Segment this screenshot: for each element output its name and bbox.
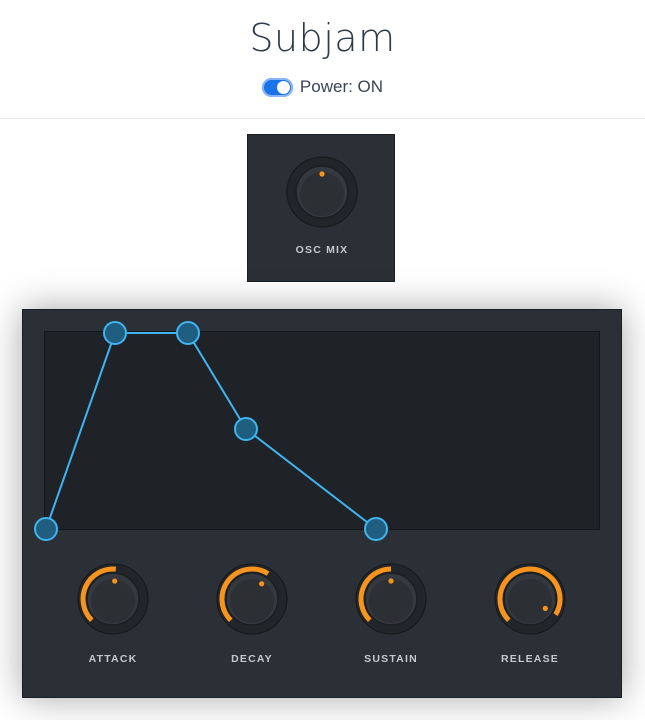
power-label: Power: ON: [299, 77, 384, 96]
power-row: Power: ON: [0, 77, 645, 97]
release-knob-cap: [508, 579, 552, 623]
release-knob-value-arc: [497, 566, 563, 622]
envelope-point-release: [364, 517, 388, 541]
app-title: Subjam: [249, 16, 396, 60]
osc-mix-knob[interactable]: [285, 155, 359, 229]
attack-knob[interactable]: [76, 562, 150, 636]
osc-mix-knob-indicator: [319, 171, 325, 177]
envelope-point-decay: [234, 417, 258, 441]
sustain-knob-indicator: [388, 578, 394, 584]
envelope-graph[interactable]: [23, 310, 623, 541]
decay-knob-cap: [230, 579, 274, 623]
envelope-display: [44, 331, 600, 530]
decay-knob-value-arc: [219, 566, 270, 622]
attack-knob-cap: [91, 579, 135, 623]
envelope-point-start: [34, 517, 58, 541]
osc-mix-label: OSC MIX: [295, 244, 349, 256]
power-toggle[interactable]: [261, 77, 293, 97]
attack-knob-indicator: [112, 578, 118, 584]
app-header: Subjam Power: ON: [0, 0, 645, 119]
sustain-knob-value-arc: [358, 566, 392, 622]
envelope-curve: [45, 332, 377, 530]
release-knob[interactable]: [493, 562, 567, 636]
power-toggle-knob: [276, 80, 290, 94]
envelope-point-hold: [176, 321, 200, 345]
release-knob-indicator: [542, 605, 548, 612]
sustain-knob[interactable]: [354, 562, 428, 636]
envelope-panel: ATTACK DECAY SUSTAIN RELEASE: [22, 309, 622, 698]
sustain-knob-cap: [369, 579, 413, 623]
release-label: RELEASE: [501, 653, 559, 665]
decay-knob-indicator: [259, 581, 265, 587]
osc-mix-knob-cap: [300, 172, 344, 216]
osc-mix-panel: OSC MIX: [247, 134, 395, 282]
sustain-label: SUSTAIN: [364, 653, 418, 665]
decay-knob[interactable]: [215, 562, 289, 636]
decay-label: DECAY: [231, 653, 273, 665]
attack-knob-value-arc: [80, 566, 117, 622]
envelope-point-attack: [103, 321, 127, 345]
attack-label: ATTACK: [88, 653, 138, 665]
